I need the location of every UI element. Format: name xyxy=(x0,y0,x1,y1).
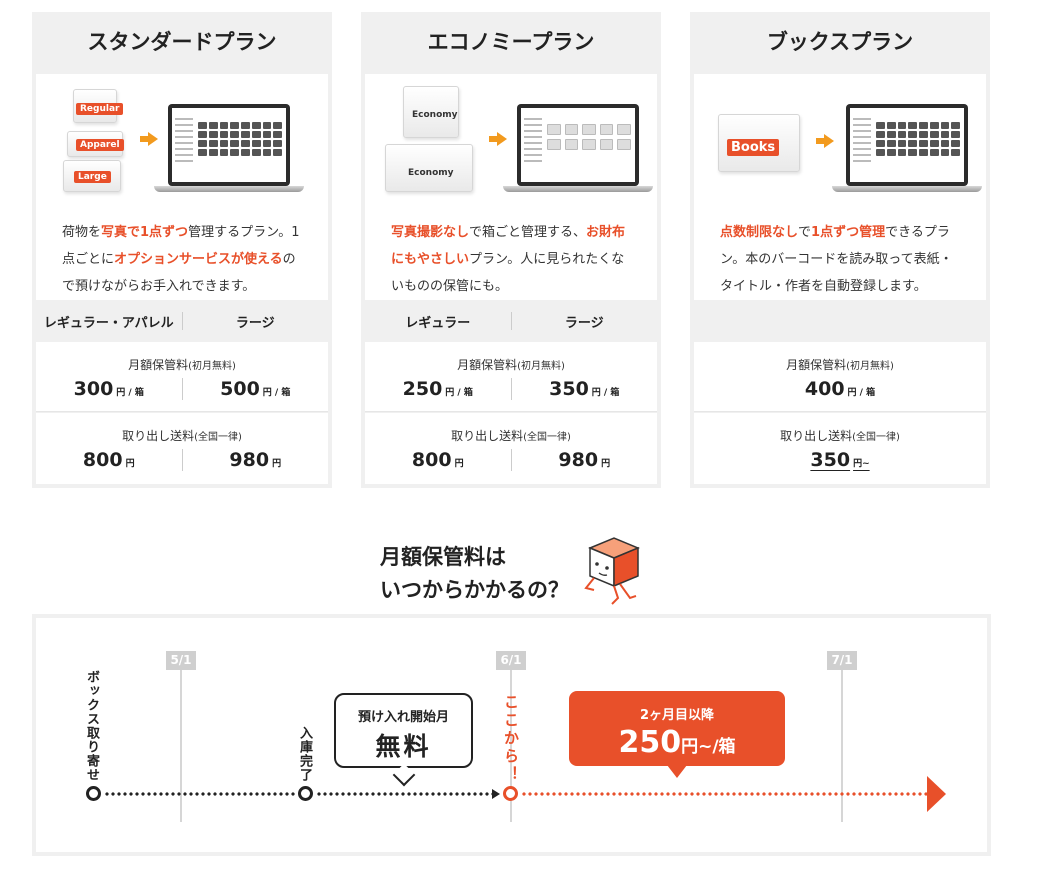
plan-card-books: ブックスプラン Books 点数制限なしで1点ずつ管理できるプラン。本のバーコー… xyxy=(690,12,990,488)
price-value: 250 xyxy=(402,378,443,400)
highlight-text: 点数制限なし xyxy=(720,225,799,240)
plan-description: 点数制限なしで1点ずつ管理できるプラン。本のバーコードを読み取って表紙・タイトル… xyxy=(694,205,986,300)
plan-illustration: Books xyxy=(694,74,986,205)
arrow-right-icon xyxy=(140,132,158,146)
dotted-line xyxy=(316,792,494,796)
price-value: 980 xyxy=(229,449,270,471)
size-label: ラージ xyxy=(564,315,604,331)
free-month-bubble: 預け入れ開始月 無料 xyxy=(334,693,473,768)
size-label: レギュラー xyxy=(405,315,471,331)
month-label: 5/1 xyxy=(166,651,196,670)
description-text: で xyxy=(798,225,812,240)
highlight-text: 1点ずつ管理 xyxy=(811,225,886,240)
description-text: 荷物を xyxy=(62,225,102,240)
price-value: 800 xyxy=(411,449,452,471)
plan-description: 写真撮影なしで箱ごと管理する、お財布にもやさしいプラン。人に見られたくないものの… xyxy=(365,205,657,300)
plan-sizes: レギュラー・アパレル ラージ xyxy=(36,300,328,342)
step-order-box: ボックス取り寄せ xyxy=(84,670,99,782)
price-value: 800 xyxy=(82,449,123,471)
description-text: プラン。人に見られたくないものの保管にも。 xyxy=(391,252,625,294)
plan-card-economy: エコノミープラン Economy Economy 写真撮影なしで箱ごと管理する、… xyxy=(361,12,661,488)
highlight-text: オプションサービスが使える xyxy=(114,252,283,267)
plan-card-standard: スタンダードプラン Regular Apparel Large 荷物を写真で1点… xyxy=(32,12,332,488)
billing-timeline: 5/1 6/1 7/1 ボックス取り寄せ 入庫完了 ここから！ 預け入れ開始月 … xyxy=(32,614,991,856)
highlight-text: お財布にもやさしい xyxy=(391,225,626,267)
description-text: 管理するプラン。1点ごとに xyxy=(62,225,300,267)
laptop-icon xyxy=(503,104,653,204)
month-line xyxy=(510,670,512,822)
price-after-box: 2ヶ月目以降 250円~/箱 xyxy=(569,691,785,778)
plan-title: ブックスプラン xyxy=(766,30,914,54)
size-label: レギュラー・アパレル xyxy=(43,315,174,331)
box-icon: Economy xyxy=(403,86,459,138)
plan-sizes xyxy=(694,300,986,342)
plan-illustration: Regular Apparel Large xyxy=(36,74,328,205)
arrow-right-icon xyxy=(816,134,834,148)
month-line xyxy=(180,670,182,822)
plan-description: 荷物を写真で1点ずつ管理するプラン。1点ごとにオプションサービスが使えるので預け… xyxy=(36,205,328,300)
price-value: 350 xyxy=(549,378,589,400)
step-billing-start: ここから！ xyxy=(502,694,520,784)
plan-sizes: レギュラー ラージ xyxy=(365,300,657,342)
box-icon: Apparel xyxy=(67,131,124,157)
arrow-right-icon xyxy=(489,132,507,146)
highlight-text: 写真撮影なし xyxy=(391,225,470,240)
size-label: ラージ xyxy=(235,315,275,331)
description-text: で箱ごと管理する、 xyxy=(469,225,587,240)
month-label: 7/1 xyxy=(827,651,857,670)
description-text: ので預けながらお手入れできます。 xyxy=(62,252,296,294)
plan-illustration: Economy Economy xyxy=(365,74,657,205)
timeline-dot xyxy=(298,786,313,801)
dotted-line xyxy=(104,792,296,796)
arrow-right-icon xyxy=(492,789,500,799)
price-value: 300 xyxy=(73,378,114,400)
description-text: できるプラン。本のバーコードを読み取って表紙・タイトル・作者を自動登録します。 xyxy=(720,225,953,294)
dotted-line xyxy=(521,792,927,796)
timeline-dot xyxy=(503,786,518,801)
timeline-dot xyxy=(86,786,101,801)
plan-title: スタンダードプラン xyxy=(87,30,277,54)
price-value: 350 xyxy=(810,449,851,471)
faq-question: 月額保管料は いつからかかるの？ xyxy=(380,545,569,602)
price-value: 500 xyxy=(220,378,260,400)
box-mascot-icon xyxy=(584,537,640,605)
highlight-text: 写真で1点ずつ xyxy=(101,225,189,240)
month-line xyxy=(841,670,843,822)
price-value: 400 xyxy=(804,378,845,400)
plan-title: エコノミープラン xyxy=(427,30,595,54)
price-value: 980 xyxy=(558,449,599,471)
laptop-icon xyxy=(832,104,982,204)
box-icon: Books xyxy=(718,114,800,172)
box-icon: Regular xyxy=(73,89,124,123)
month-label: 6/1 xyxy=(496,651,526,670)
step-arrival: 入庫完了 xyxy=(297,726,312,782)
box-icon: Large xyxy=(63,160,121,192)
box-icon: Economy xyxy=(385,144,473,192)
arrow-right-icon xyxy=(927,776,946,812)
laptop-icon xyxy=(154,104,304,204)
